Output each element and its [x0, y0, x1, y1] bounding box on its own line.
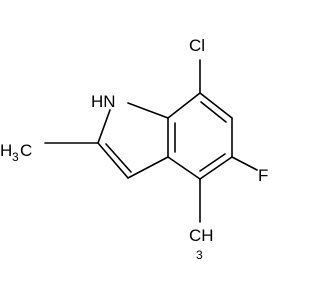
chlorine-label: Cl [189, 36, 205, 55]
molecule-diagram: Cl F HN H 3 C CH 3 [0, 36, 268, 262]
bond-c7-c6 [199, 92, 233, 119]
bond-c3-c3a [127, 156, 169, 179]
bond-c2-c3-inner [105, 143, 132, 173]
structure-canvas: Cl F HN H 3 C CH 3 [0, 36, 269, 262]
bond-c7a-n1 [127, 102, 169, 119]
bond-c5-c4-inner [199, 153, 226, 172]
bond-n1-c2 [97, 109, 111, 144]
bond-c5-c4 [199, 156, 233, 180]
nitrogen-h-label: HN [91, 92, 116, 111]
bond-c2-c3 [97, 142, 129, 179]
methyl-bottom-ch: CH [189, 226, 214, 245]
bond-c5-f [231, 156, 258, 171]
bond-c7-c6-inner [200, 101, 227, 123]
methyl-left-h: H [0, 141, 12, 160]
fluorine-label: F [258, 166, 268, 185]
methyl-left-subscript: 3 [12, 150, 19, 164]
bond-c4-c3a [167, 156, 201, 180]
methyl-bottom-subscript: 3 [196, 248, 203, 262]
methyl-left-c: C [20, 141, 32, 160]
bond-c7-c7a [167, 92, 201, 119]
